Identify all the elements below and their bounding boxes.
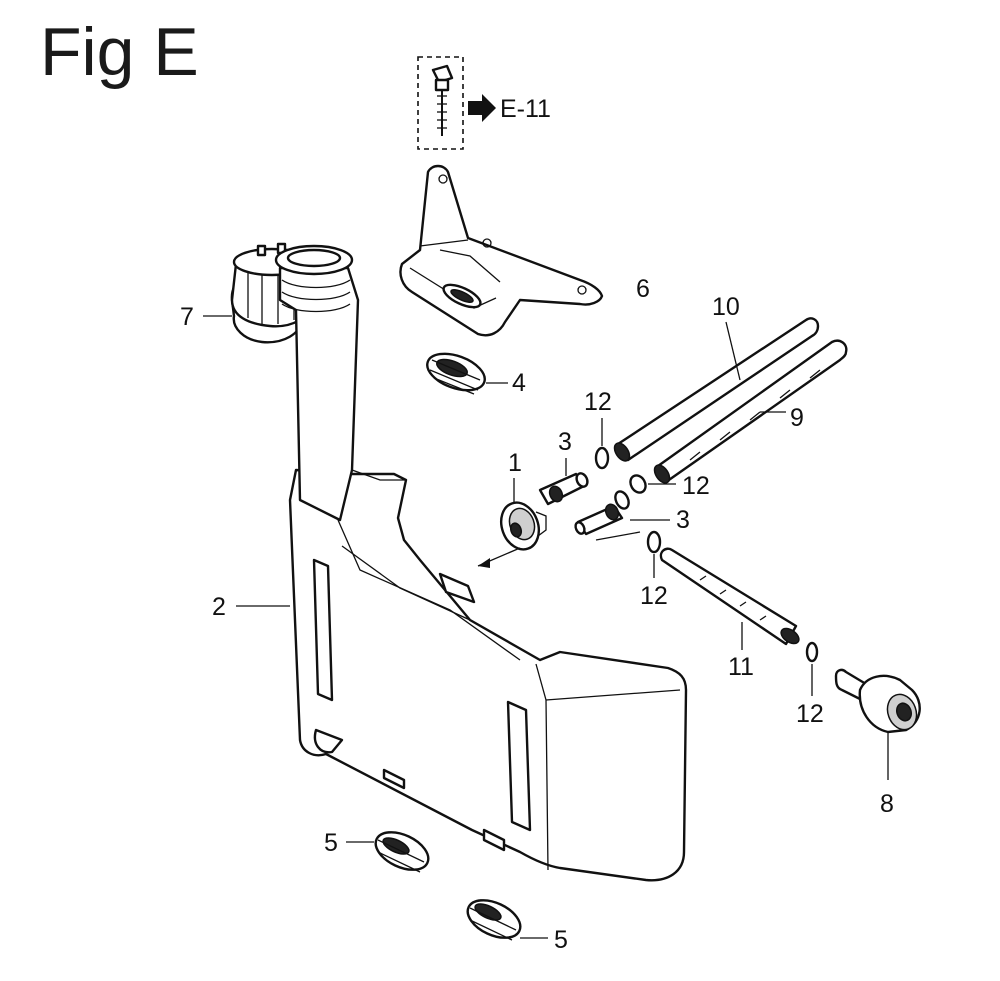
hose-joint-part-3-upper [538,458,589,506]
callout-8: 8 [880,790,894,818]
clip-part-12-c [646,530,662,578]
callout-2: 2 [212,593,226,621]
fuel-tank-part-2 [274,244,688,882]
callout-12-d: 12 [796,700,824,728]
clip-part-12-a [594,418,610,470]
fuel-hose-part-11 [659,547,800,650]
callout-9: 9 [790,404,804,432]
reference-label: E-11 [500,95,551,123]
callout-12-c: 12 [640,582,668,610]
clip-part-12-d [805,641,819,696]
callout-6: 6 [636,275,650,303]
callout-5-lower: 5 [554,926,568,954]
fuel-hose-part-9 [653,339,848,484]
grommet-part-5-upper [374,831,430,873]
callout-3-lower: 3 [676,506,690,534]
callout-1: 1 [508,449,522,477]
hose-joint-part-3-lower [574,490,670,536]
callout-12-b: 12 [682,472,710,500]
grommet-part-5-lower [466,899,522,941]
bolt-reference-box [417,56,496,150]
callout-4: 4 [512,369,526,397]
callout-11: 11 [728,653,754,681]
clip-part-12-b [629,474,676,494]
fuel-joint-part-1 [477,478,547,568]
callout-12-a: 12 [584,388,612,416]
callout-10: 10 [712,293,740,321]
figure-title: Fig E [40,14,199,90]
fuel-filter-part-8 [834,668,921,780]
grommet-part-4 [426,352,486,395]
callout-7: 7 [180,303,194,331]
fuel-hose-part-10 [613,317,820,462]
callout-3-upper: 3 [558,428,572,456]
callout-5-upper: 5 [324,829,338,857]
bracket-part-6 [399,164,604,337]
